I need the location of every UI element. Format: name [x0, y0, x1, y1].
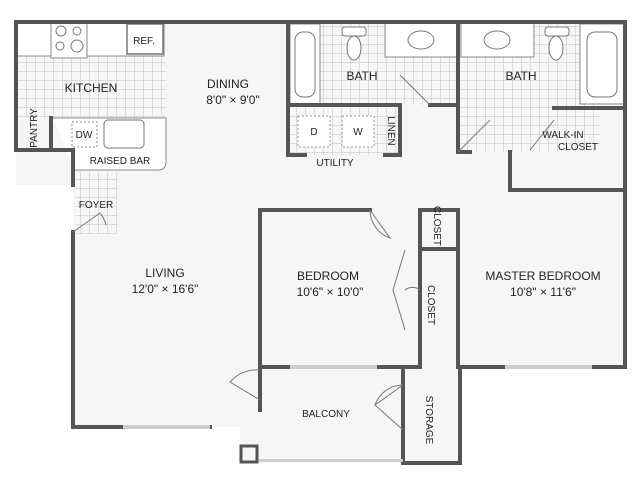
living-label: LIVING — [145, 266, 184, 280]
ref-label: REF. — [133, 36, 155, 47]
kitchen-counters — [15, 21, 167, 171]
bedroom-dims: 10'6" × 10'0" — [297, 285, 364, 299]
stove — [50, 21, 88, 59]
storage-label: STORAGE — [423, 396, 434, 445]
balcony-label: BALCONY — [302, 409, 350, 420]
washer-label: W — [353, 127, 363, 138]
walk-in-label-2: CLOSET — [558, 142, 598, 153]
windows — [123, 365, 592, 464]
sink — [103, 119, 145, 149]
bedroom-closet-label: CLOSET — [425, 285, 436, 325]
living-dims: 12'0" × 16'6" — [132, 282, 199, 296]
bath-fixtures — [289, 21, 625, 148]
dryer-label: D — [310, 127, 317, 138]
linen-label: LINEN — [385, 116, 396, 145]
utility-label: UTILITY — [316, 158, 354, 169]
master-bedroom-dims: 10'8" × 11'6" — [510, 285, 576, 299]
dw-label: DW — [76, 130, 93, 141]
dishwasher — [71, 121, 98, 148]
dining-dims: 8'0" × 9'0" — [206, 93, 259, 107]
foyer-label: FOYER — [79, 200, 113, 211]
hall-closet-label: CLOSET — [431, 206, 442, 246]
pantry-label: PANTRY — [29, 108, 40, 148]
master-bath-label: BATH — [505, 69, 536, 83]
master-bedroom-label: MASTER BEDROOM — [485, 269, 600, 283]
bath-label: BATH — [346, 69, 377, 83]
dining-label: DINING — [207, 77, 249, 91]
raised-bar-label: RAISED BAR — [90, 156, 151, 167]
bedroom-label: BEDROOM — [297, 269, 359, 283]
kitchen-label: KITCHEN — [65, 81, 118, 95]
walk-in-label-1: WALK-IN — [542, 130, 583, 141]
labels: KITCHEN DINING 8'0" × 9'0" LIVING 12'0" … — [29, 36, 601, 445]
doors — [72, 74, 555, 431]
